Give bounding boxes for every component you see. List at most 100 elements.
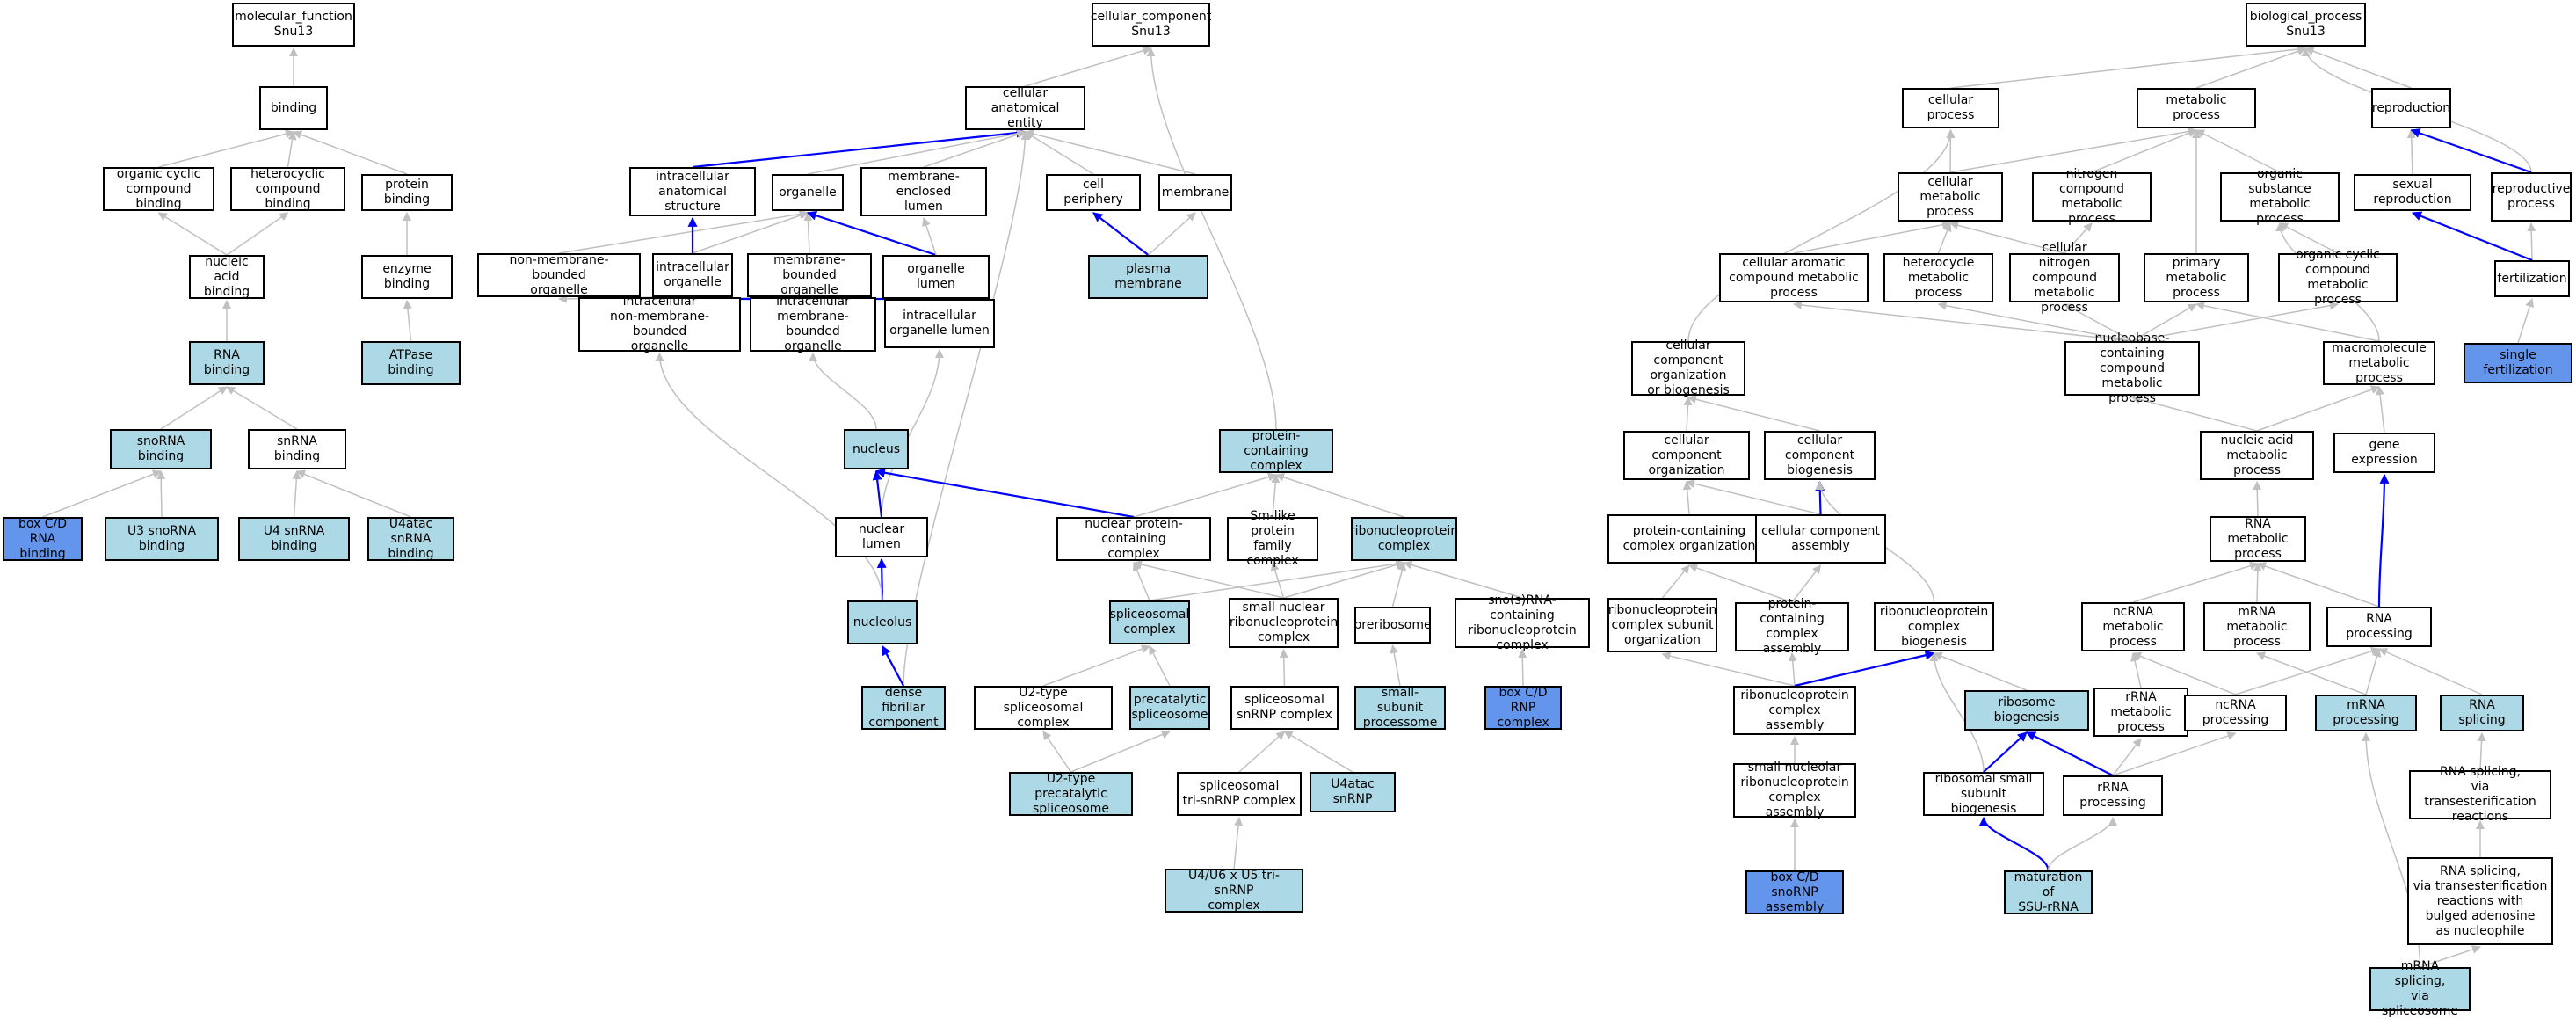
go-term-cco[interactable]: cellular component organization [1623, 431, 1750, 480]
go-term-eb[interactable]: enzyme binding [361, 255, 453, 299]
go-term-nl[interactable]: nuclear lumen [835, 517, 928, 557]
go-term-cc[interactable]: cellular_component Snu13 [1091, 3, 1211, 47]
go-term-snob[interactable]: snoRNA binding [110, 429, 212, 469]
go-term-nab[interactable]: nucleic acid binding [189, 255, 265, 299]
go-term-u2sc[interactable]: U2-type spliceosomal complex [974, 686, 1113, 730]
go-term-pcca[interactable]: protein-containing complex assembly [1735, 597, 1849, 656]
go-term-boxcdb[interactable]: box C/D RNA binding [3, 517, 83, 561]
go-term-nbcmp[interactable]: nucleobase-containing compound metabolic… [2064, 331, 2200, 405]
go-term-mrnap[interactable]: mRNA processing [2315, 695, 2417, 731]
go-term-rnastb[interactable]: RNA splicing, via transesterification re… [2407, 857, 2553, 945]
go-term-rrnamp[interactable]: rRNA metabolic process [2093, 688, 2188, 737]
go-term-npcc[interactable]: nuclear protein-containing complex [1056, 517, 1211, 561]
go-term-cpr[interactable]: cellular process [1902, 88, 1999, 128]
go-term-ocb[interactable]: organic cyclic compound binding [103, 167, 214, 211]
go-term-ccob[interactable]: cellular component organization or bioge… [1631, 338, 1745, 397]
go-term-rep[interactable]: reproduction [2371, 88, 2451, 128]
go-term-rb[interactable]: ribosome biogenesis [1964, 690, 2089, 731]
go-term-boxcdrnp[interactable]: box C/D RNP complex [1484, 686, 1562, 730]
go-term-rnca[interactable]: ribonucleoprotein complex assembly [1733, 686, 1856, 735]
go-term-tri[interactable]: spliceosomal tri-snRNP complex [1177, 772, 1302, 816]
go-term-u4u6[interactable]: U4/U6 x U5 tri-snRNP complex [1165, 869, 1303, 913]
go-term-rnas[interactable]: RNA splicing [2440, 695, 2524, 731]
go-term-mp[interactable]: metabolic process [2137, 88, 2256, 128]
go-term-ol[interactable]: organelle lumen [882, 255, 990, 299]
go-term-atpb[interactable]: ATPase binding [361, 341, 461, 385]
go-term-osmp[interactable]: organic substance metabolic process [2220, 167, 2340, 226]
go-term-mat[interactable]: maturation of SSU-rRNA [2004, 870, 2093, 914]
go-term-namp[interactable]: nucleic acid metabolic process [2200, 431, 2314, 480]
go-term-cacmp[interactable]: cellular aromatic compound metabolic pro… [1719, 253, 1869, 302]
go-term-u2pre[interactable]: U2-type precatalytic spliceosome [1009, 772, 1133, 816]
go-term-ias[interactable]: intracellular anatomical structure [629, 167, 756, 216]
go-term-ssup[interactable]: small-subunit processome [1354, 686, 1446, 730]
go-term-pmp[interactable]: primary metabolic process [2144, 253, 2249, 302]
go-term-hmp[interactable]: heterocycle metabolic process [1883, 253, 1993, 302]
go-term-cncmp[interactable]: cellular nitrogen compound metabolic pro… [2009, 241, 2120, 315]
go-term-cmp[interactable]: cellular metabolic process [1898, 172, 2003, 222]
go-term-cp[interactable]: cell periphery [1046, 174, 1141, 211]
go-term-bp[interactable]: biological_process Snu13 [2246, 3, 2366, 47]
go-term-u4atacb[interactable]: U4atac snRNA binding [367, 517, 454, 561]
go-term-snorca[interactable]: small nucleolar ribonucleoprotein comple… [1733, 761, 1856, 819]
go-term-rncb[interactable]: ribonucleoprotein complex biogenesis [1874, 602, 1994, 651]
go-term-mrnas[interactable]: mRNA splicing, via spliceosome [2369, 959, 2471, 1018]
go-term-ncrnamp[interactable]: ncRNA metabolic process [2081, 602, 2185, 651]
go-term-pm[interactable]: plasma membrane [1088, 255, 1208, 299]
go-term-snorc[interactable]: sno(s)RNA-containing ribonucleoprotein c… [1455, 593, 1590, 652]
go-term-pcc[interactable]: protein-containing complex [1219, 429, 1333, 473]
edge-rnap-to-rnamp [2257, 562, 2380, 608]
go-term-rp[interactable]: reproductive process [2491, 172, 2572, 222]
go-term-u4atac[interactable]: U4atac snRNP [1310, 772, 1396, 812]
go-term-prib[interactable]: preribosome [1353, 607, 1432, 644]
go-term-ge[interactable]: gene expression [2333, 433, 2435, 473]
go-term-rnpc[interactable]: ribonucleoprotein complex [1350, 517, 1458, 561]
go-term-inmbo[interactable]: intracellular non-membrane-bounded organ… [578, 295, 741, 353]
go-term-rrnap[interactable]: rRNA processing [2063, 775, 2163, 816]
go-term-spc[interactable]: spliceosomal complex [1109, 600, 1190, 644]
go-term-ccb[interactable]: cellular component biogenesis [1764, 431, 1876, 480]
go-term-dfc[interactable]: dense fibrillar component [861, 686, 946, 730]
go-term-nmbo[interactable]: non-membrane-bounded organelle [477, 253, 641, 297]
go-term-sf[interactable]: single fertilization [2464, 343, 2572, 383]
go-term-mem[interactable]: membrane [1158, 174, 1232, 211]
go-term-iol[interactable]: intracellular organelle lumen [884, 299, 995, 348]
go-term-u3b[interactable]: U3 snoRNA binding [105, 517, 219, 561]
go-term-org[interactable]: organelle [772, 174, 844, 211]
go-term-io[interactable]: intracellular organelle [652, 253, 733, 297]
go-term-pb[interactable]: protein binding [361, 174, 453, 211]
go-term-ssrnp[interactable]: spliceosomal snRNP complex [1230, 686, 1339, 730]
go-term-mmp[interactable]: macromolecule metabolic process [2323, 341, 2435, 385]
go-term-mf[interactable]: molecular_function Snu13 [232, 3, 355, 47]
go-term-mrnamp[interactable]: mRNA metabolic process [2203, 602, 2311, 651]
go-term-u4b[interactable]: U4 snRNA binding [238, 517, 350, 561]
go-term-cca[interactable]: cellular component assembly [1755, 514, 1886, 564]
go-term-rnap[interactable]: RNA processing [2326, 607, 2432, 647]
edge-rnamp-to-namp [2253, 481, 2262, 517]
go-term-fert[interactable]: fertilization [2494, 260, 2570, 297]
go-term-hcb[interactable]: heterocyclic compound binding [230, 167, 345, 211]
go-term-snrnp[interactable]: small nuclear ribonucleoprotein complex [1229, 598, 1339, 648]
go-term-binding[interactable]: binding [259, 86, 328, 130]
go-term-rssb[interactable]: ribosomal small subunit biogenesis [1923, 772, 2044, 816]
go-term-imbo[interactable]: intracellular membrane-bounded organelle [750, 295, 876, 353]
go-term-rnast[interactable]: RNA splicing, via transesterification re… [2409, 765, 2551, 824]
edge-boxcdb-to-snob [42, 469, 162, 518]
go-term-nucl[interactable]: nucleolus [847, 600, 918, 644]
go-term-ncmp[interactable]: nitrogen compound metabolic process [2032, 167, 2152, 226]
go-term-mel[interactable]: membrane-enclosed lumen [860, 167, 987, 216]
go-term-sr[interactable]: sexual reproduction [2354, 174, 2471, 211]
go-term-occmp[interactable]: organic cyclic compound metabolic proces… [2278, 248, 2398, 307]
go-term-cae[interactable]: cellular anatomical entity [965, 86, 1085, 130]
go-term-rnab[interactable]: RNA binding [189, 341, 265, 385]
go-term-snb[interactable]: snRNA binding [248, 429, 346, 469]
go-term-pcco[interactable]: protein-containing complex organization [1607, 514, 1771, 564]
go-term-nuc[interactable]: nucleus [844, 429, 909, 469]
go-term-precs[interactable]: precatalytic spliceosome [1129, 686, 1210, 730]
go-term-mbo[interactable]: membrane-bounded organelle [747, 253, 872, 297]
go-term-rnamp[interactable]: RNA metabolic process [2210, 516, 2306, 562]
go-term-ncrnap[interactable]: ncRNA processing [2184, 695, 2287, 731]
go-term-rncso[interactable]: ribonucleoprotein complex subunit organi… [1607, 598, 1717, 652]
go-term-boxcda[interactable]: box C/D snoRNP assembly [1745, 870, 1844, 914]
go-term-smlp[interactable]: Sm-like protein family complex [1227, 509, 1318, 568]
